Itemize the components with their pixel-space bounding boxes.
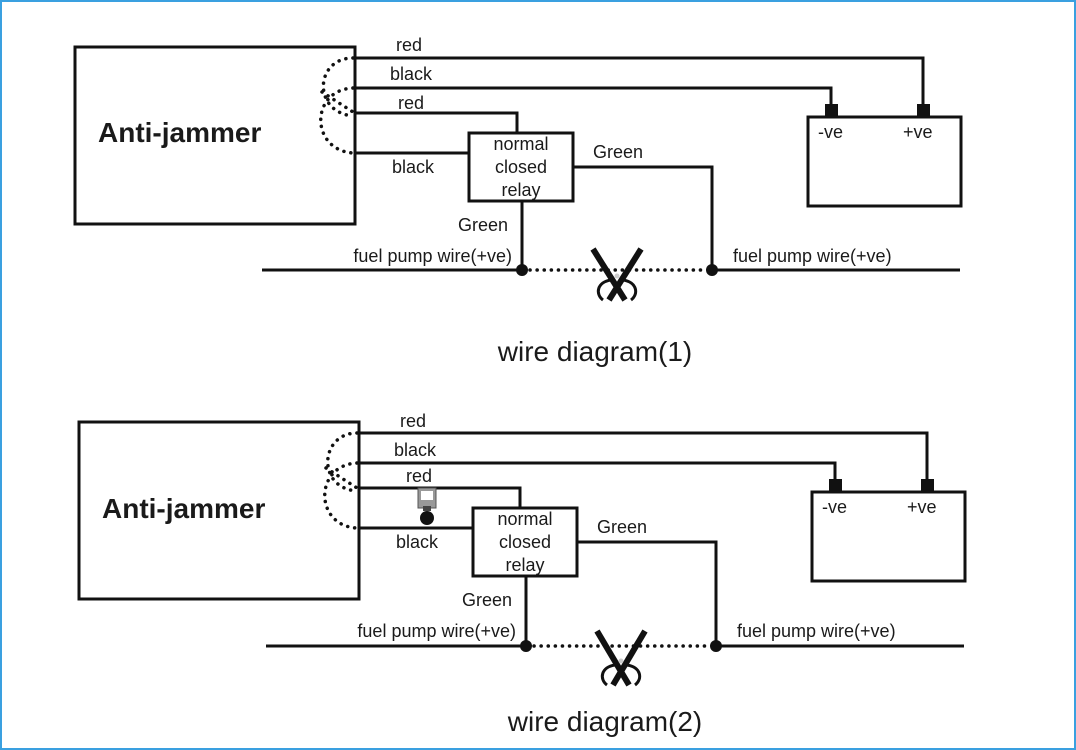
anti-jammer-box — [77, 420, 361, 601]
wire-label-black-relay: black — [396, 532, 439, 552]
fuel-label-left: fuel pump wire(+ve) — [357, 621, 516, 641]
relay-label-line: normal — [497, 509, 552, 529]
battery-terminal-pos — [917, 104, 930, 117]
wire-label-green-out: Green — [597, 517, 647, 537]
fuel-label-right: fuel pump wire(+ve) — [733, 246, 892, 266]
junction-dot — [516, 264, 528, 276]
device-label: Anti-jammer — [98, 117, 261, 148]
battery-neg-label: -ve — [822, 497, 847, 517]
wire-green-out — [573, 165, 714, 270]
wire-label-red: red — [396, 35, 422, 55]
wire-label-red-relay: red — [398, 93, 424, 113]
diagram-2: Anti-jammer red black red black normal c… — [77, 411, 967, 737]
dotted-loop-top — [321, 56, 355, 118]
device-label: Anti-jammer — [102, 493, 265, 524]
relay-label-line: closed — [499, 532, 551, 552]
dotted-loop-top — [326, 431, 359, 493]
dotted-link — [320, 90, 355, 114]
dotted-link — [324, 466, 359, 490]
junction-dot — [706, 264, 718, 276]
battery-box — [806, 115, 963, 208]
wire-label-green-out: Green — [593, 142, 643, 162]
wire-label-black-relay: black — [392, 157, 435, 177]
battery-pos-label: +ve — [907, 497, 937, 517]
wire-label-red-relay: red — [406, 466, 432, 486]
wire-label-red: red — [400, 411, 426, 431]
relay-label-line: normal — [493, 134, 548, 154]
anti-jammer-box — [73, 45, 357, 226]
wire-green-out — [577, 540, 718, 646]
wire-red-relay — [359, 486, 522, 508]
fuel-label-left: fuel pump wire(+ve) — [353, 246, 512, 266]
junction-dot — [710, 640, 722, 652]
wire-black-battery — [355, 86, 833, 106]
diagram-caption: wire diagram(1) — [497, 336, 693, 367]
battery-neg-label: -ve — [818, 122, 843, 142]
diagram-caption: wire diagram(2) — [507, 706, 703, 737]
battery-terminal-neg — [825, 104, 838, 117]
dotted-loop-bottom — [323, 461, 359, 530]
relay-label-line: closed — [495, 157, 547, 177]
relay-label-line: relay — [505, 555, 544, 575]
battery-terminal-neg — [829, 479, 842, 492]
wire-red-relay — [355, 111, 519, 133]
wire-label-black: black — [390, 64, 433, 84]
wire-label-green-down: Green — [458, 215, 508, 235]
wire-label-black: black — [394, 440, 437, 460]
scissors-icon — [590, 247, 644, 302]
junction-dot — [520, 640, 532, 652]
battery-terminal-pos — [921, 479, 934, 492]
dotted-loop-bottom — [319, 86, 355, 155]
wire-black-battery — [359, 461, 837, 481]
relay-box — [467, 131, 575, 203]
diagram-1: Anti-jammer red black red black normal c… — [73, 35, 963, 367]
wire-label-green-down: Green — [462, 590, 512, 610]
scissors-icon — [594, 629, 648, 687]
battery-box — [810, 490, 967, 583]
fuel-label-right: fuel pump wire(+ve) — [737, 621, 896, 641]
relay-label-line: relay — [501, 180, 540, 200]
switch-icon — [417, 487, 437, 525]
wire-red-battery — [355, 56, 925, 106]
battery-pos-label: +ve — [903, 122, 933, 142]
wire-red-battery — [359, 431, 929, 481]
